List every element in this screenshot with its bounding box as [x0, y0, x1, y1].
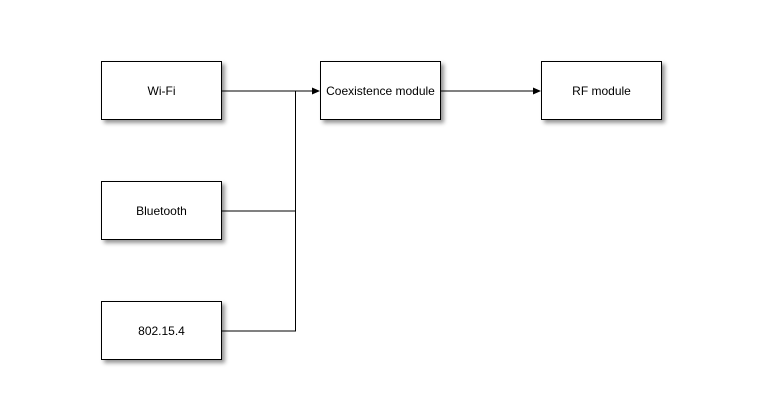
block-wifi-label: Wi-Fi — [147, 83, 176, 98]
block-802-15-4-label: 802.15.4 — [138, 323, 185, 338]
block-bluetooth-label: Bluetooth — [136, 203, 187, 218]
arrowhead-coexistence-input — [312, 87, 320, 95]
block-bluetooth[interactable]: Bluetooth — [101, 181, 222, 240]
block-rf-module-label: RF module — [572, 83, 631, 98]
block-wifi[interactable]: Wi-Fi — [101, 61, 222, 120]
block-coexistence-module-label: Coexistence module — [326, 83, 435, 98]
block-coexistence-module[interactable]: Coexistence module — [320, 61, 441, 120]
block-rf-module[interactable]: RF module — [541, 61, 662, 120]
arrowhead-rf-input — [533, 87, 541, 95]
block-802-15-4[interactable]: 802.15.4 — [101, 301, 222, 360]
